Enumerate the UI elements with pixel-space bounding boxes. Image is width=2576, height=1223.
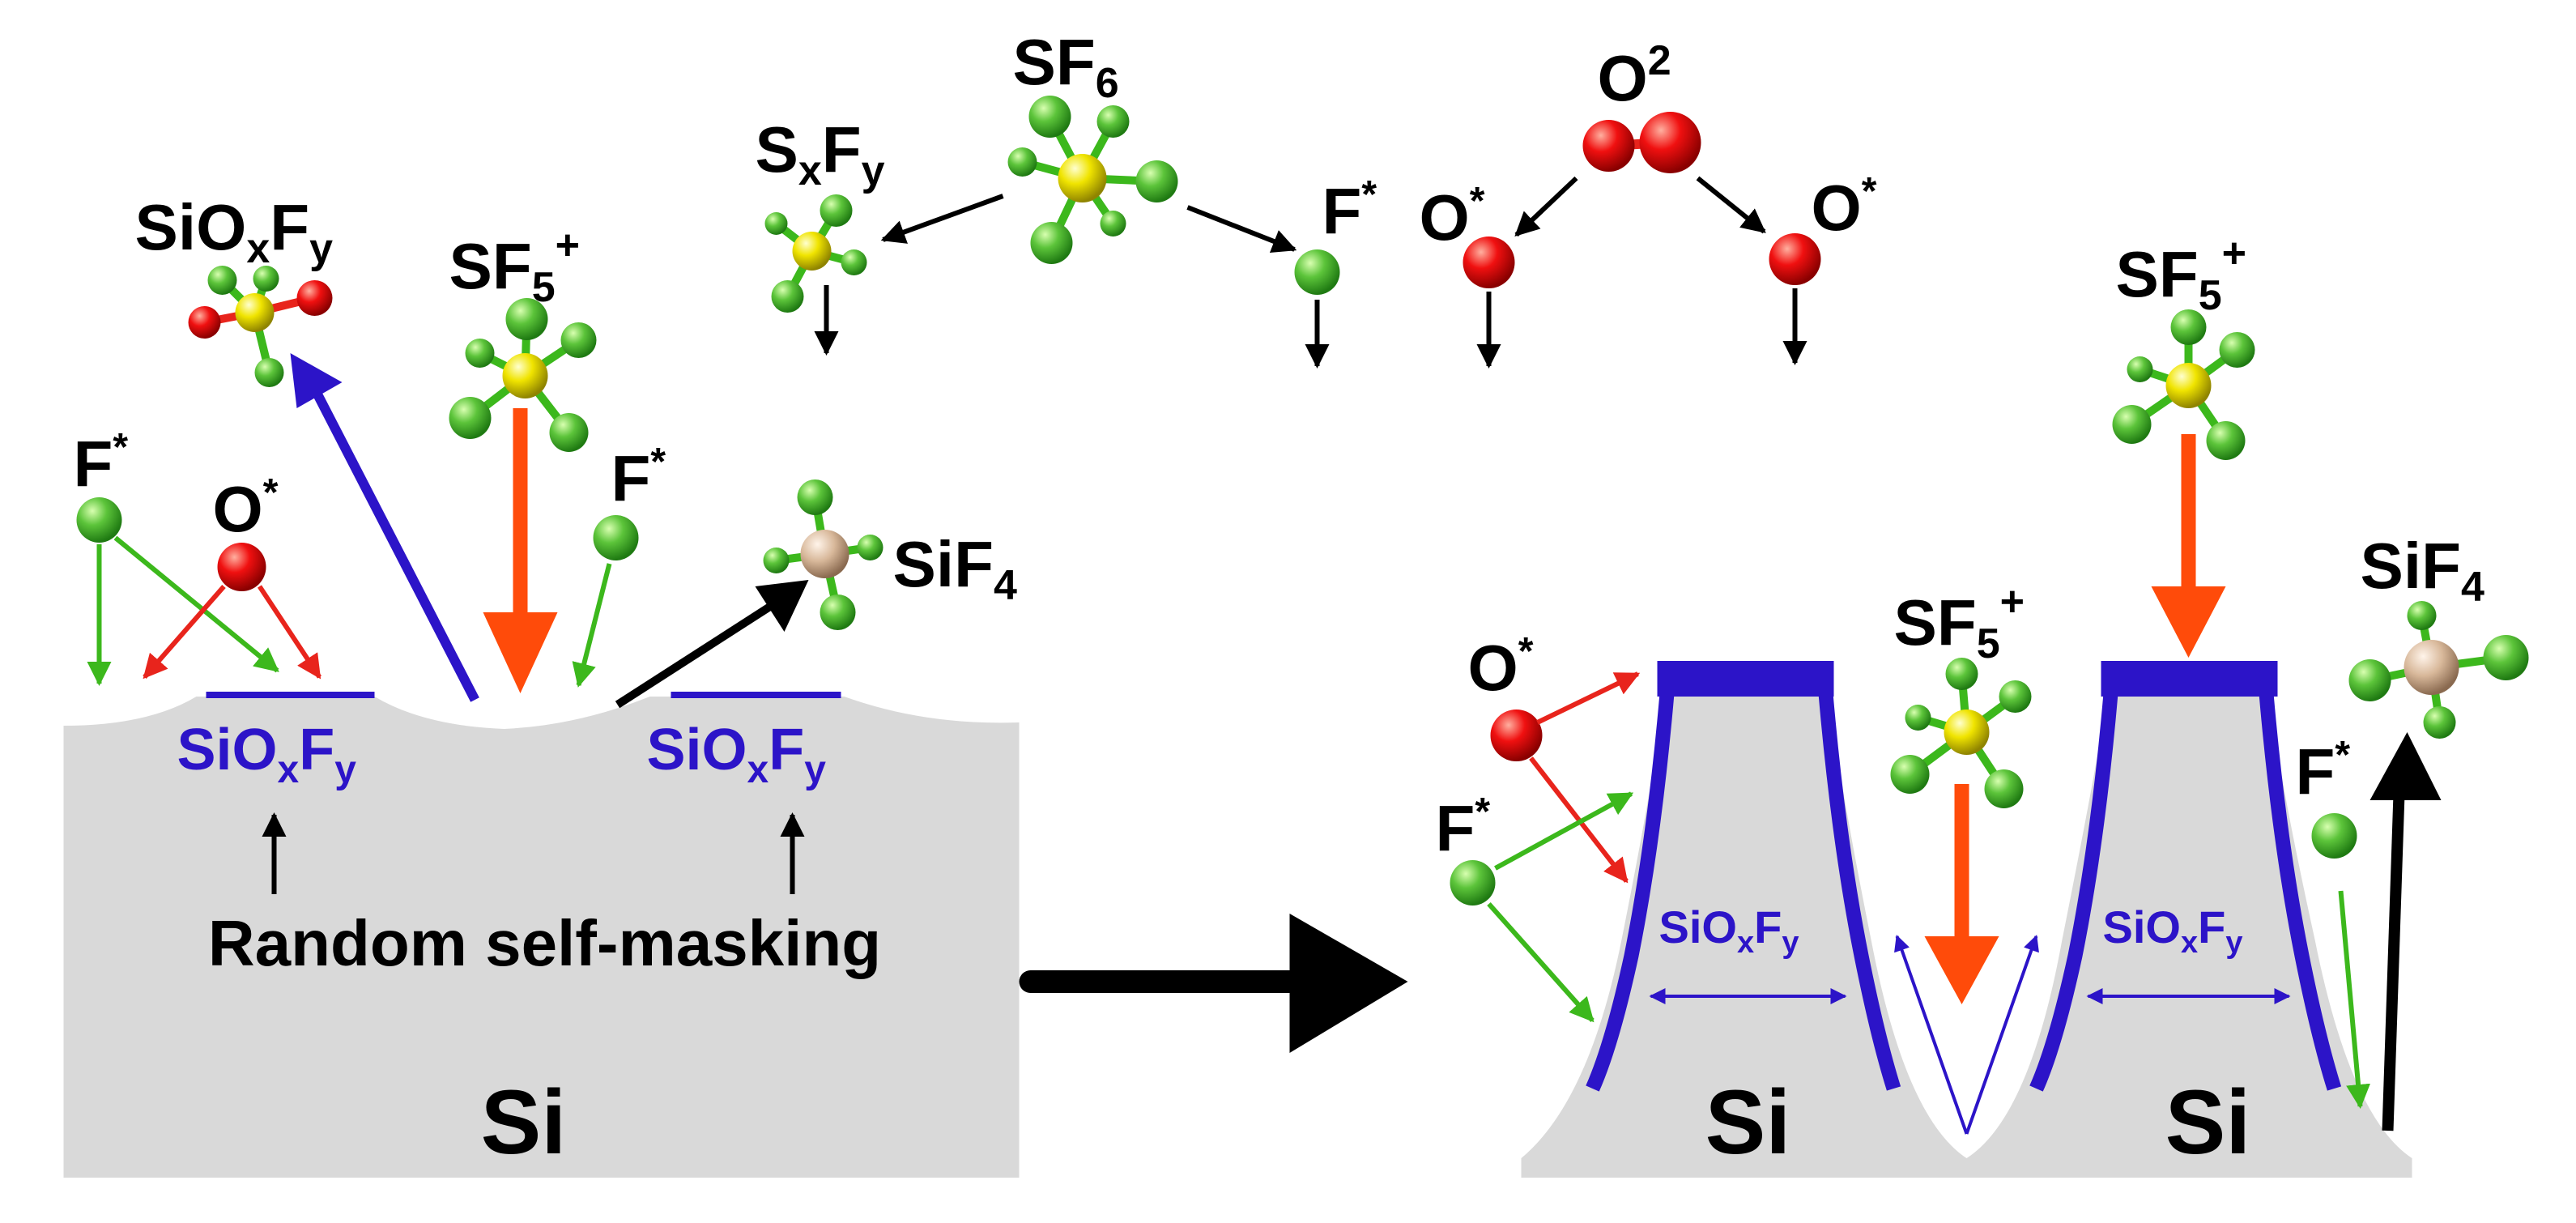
right-sf5-label: SF5+ (2116, 230, 2247, 319)
left-sf5-molecule (449, 298, 597, 452)
right-sf5-molecule (2112, 309, 2255, 460)
top-o-star-label-1: O* (1420, 180, 1485, 254)
right-sioxfy-label-1: SiOxFy (1659, 901, 1799, 960)
right-f-arrow-2 (2338, 890, 2371, 1109)
left-f-star-label: F* (74, 426, 129, 500)
top-o-star-label-2: O* (1812, 170, 1877, 244)
right-pillar-2-passivation-left (2029, 692, 2118, 1092)
trench-v-left (1894, 935, 1969, 1135)
right-sioxfy-label-2: SiOxFy (2103, 901, 2243, 960)
left-f-arrow-diag (113, 535, 279, 673)
sioxfy-desorb-arrow (309, 383, 479, 702)
right-f-arrow-up (1494, 791, 1634, 871)
right-sif4-arrow-shaft (2382, 793, 2405, 1131)
sioxfy-molecule (188, 266, 333, 387)
right-pillar-1-mask (1657, 661, 1834, 697)
right-f-star-label: F* (1436, 790, 1491, 864)
trench-sf5-ion-arrowhead (1924, 936, 1999, 1004)
left-o-star-label: O* (213, 471, 279, 545)
random-self-masking-label: Random self-masking (208, 907, 881, 979)
left-f-arrow-2 (572, 563, 612, 688)
left-f-atom (76, 497, 122, 543)
right-o-atom (1490, 710, 1543, 761)
right-si-label-1: Si (1705, 1072, 1791, 1173)
left-o-atom (217, 543, 266, 591)
left-sif4-molecule (763, 479, 884, 630)
left-sf5-label: SF5+ (449, 222, 581, 311)
right-o-arrow-down (1529, 756, 1629, 884)
transition-arrowhead (1289, 914, 1408, 1053)
right-f-atom-2 (2311, 813, 2357, 859)
right-si-label-2: Si (2165, 1072, 2251, 1173)
top-f-star-label: F* (1322, 173, 1377, 247)
right-pillar-1-passivation-right (1818, 692, 1901, 1091)
right-sif4-arrowhead (2369, 732, 2442, 800)
sf6-to-f-arrow (1186, 205, 1297, 254)
right-f-atom (1450, 860, 1496, 906)
left-sioxfy-label-1: SiOxFy (177, 718, 357, 791)
right-sif4-molecule (2348, 601, 2529, 739)
right-sf5-ion-arrowhead (2151, 586, 2226, 658)
trench-sf5-label: SF5+ (1894, 578, 2025, 667)
top-o-atom-1 (1463, 237, 1515, 288)
right-pillar-1-passivation-left (1586, 692, 1675, 1092)
o2-to-o-left-arrow (1514, 176, 1578, 237)
left-o-arrow-left (143, 585, 226, 680)
sxfy-molecule (764, 194, 867, 313)
right-si-substrate (1521, 697, 2412, 1178)
top-f-atom (1294, 249, 1340, 295)
o2-to-o-right-arrow (1696, 176, 1766, 234)
right-f-star-label-2: F* (2296, 734, 2351, 808)
left-o-arrow-right (257, 585, 322, 680)
sf6-label: SF6 (1013, 26, 1119, 107)
sf6-to-sxfy-arrow (880, 194, 1004, 244)
right-o-arrow-up (1536, 671, 1641, 725)
left-sioxfy-label-2: SiOxFy (647, 718, 827, 791)
sxfy-label: SxFy (756, 113, 885, 194)
sioxfy-molecule-label: SiOxFy (135, 191, 334, 272)
o2-molecule (1582, 112, 1701, 173)
sioxfy-desorb-arrowhead (290, 353, 343, 408)
left-sif4-arrow (615, 599, 779, 709)
left-sf5-ion-arrowhead (483, 612, 558, 693)
sf6-molecule (1007, 96, 1178, 264)
left-f-star-label-2: F* (611, 441, 666, 514)
left-si-label: Si (481, 1072, 567, 1173)
left-sif4-arrowhead (755, 580, 809, 632)
trench-v-right (1965, 935, 2039, 1135)
left-f-atom-2 (593, 515, 639, 560)
left-sif4-label: SiF4 (893, 528, 1017, 609)
top-o-atom-2 (1769, 233, 1821, 285)
o2-label: O2 (1598, 37, 1671, 114)
right-f-arrow-down (1487, 902, 1595, 1023)
right-sif4-label: SiF4 (2361, 530, 2484, 611)
right-o-star-label: O* (1468, 630, 1534, 704)
right-pillar-2-passivation-right (2259, 692, 2342, 1091)
right-pillar-2-mask (2101, 661, 2278, 697)
trench-sf5-molecule (1890, 658, 2032, 808)
